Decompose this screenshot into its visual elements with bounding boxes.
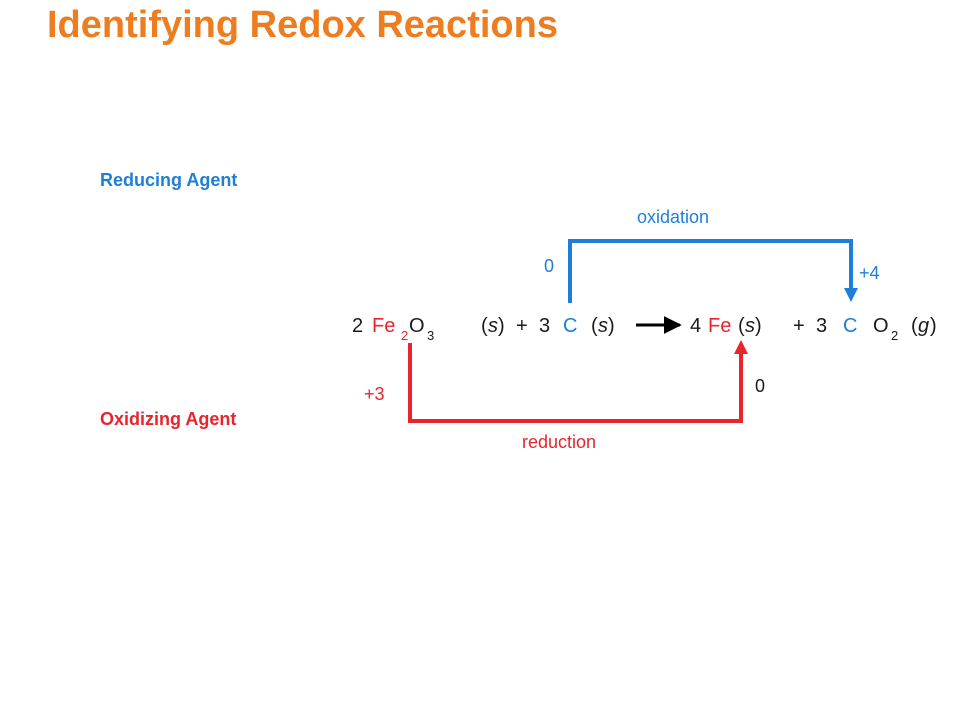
plus-sign-products: + [793,315,805,337]
fe2o3-coefficient: 2 [352,315,364,337]
fe2o3-oxygen-subscript: 3 [427,328,435,343]
iron-state-open: ( [738,315,745,337]
co2-coefficient: 3 [816,315,828,337]
carbon-state-open: ( [591,315,598,337]
oxidation-arrowhead [844,288,858,302]
reduction-from-number: +3 [364,384,385,404]
carbon-state: s [598,315,608,337]
carbon-coefficient: 3 [539,315,551,337]
oxidation-bracket [568,239,853,303]
oxidation-label: oxidation [637,207,710,227]
fe2o3-state-open: ( [481,315,488,337]
fe2o3-state-close: ) [498,315,505,337]
reduction-arrowhead [734,340,748,354]
oxidation-from-number: 0 [544,256,555,276]
co2-state-close: ) [930,315,937,337]
reduction-label: reduction [522,432,597,452]
co2-state-open: ( [911,315,918,337]
reducing-agent-label: Reducing Agent [100,170,238,190]
page-title: Identifying Redox Reactions [47,4,558,46]
reduction-to-number: 0 [755,376,766,396]
fe2o3-iron-subscript: 2 [401,328,409,343]
fe2o3-oxygen-symbol: O [409,315,425,337]
co2-state: g [918,315,930,337]
carbon-symbol: C [563,315,578,337]
iron-state: s [745,315,755,337]
iron-state-close: ) [755,315,762,337]
carbon-state-close: ) [608,315,615,337]
oxidation-to-number: +4 [859,263,880,283]
co2-carbon-symbol: C [843,315,858,337]
reduction-bracket [408,343,743,423]
fe2o3-state: s [488,315,498,337]
oxidizing-agent-label: Oxidizing Agent [100,409,237,429]
co2-oxygen-symbol: O [873,315,889,337]
plus-sign-reactants: + [516,315,528,337]
iron-coefficient: 4 [690,315,702,337]
fe2o3-iron-symbol: Fe [372,315,396,337]
iron-symbol: Fe [708,315,732,337]
co2-oxygen-subscript: 2 [891,328,899,343]
